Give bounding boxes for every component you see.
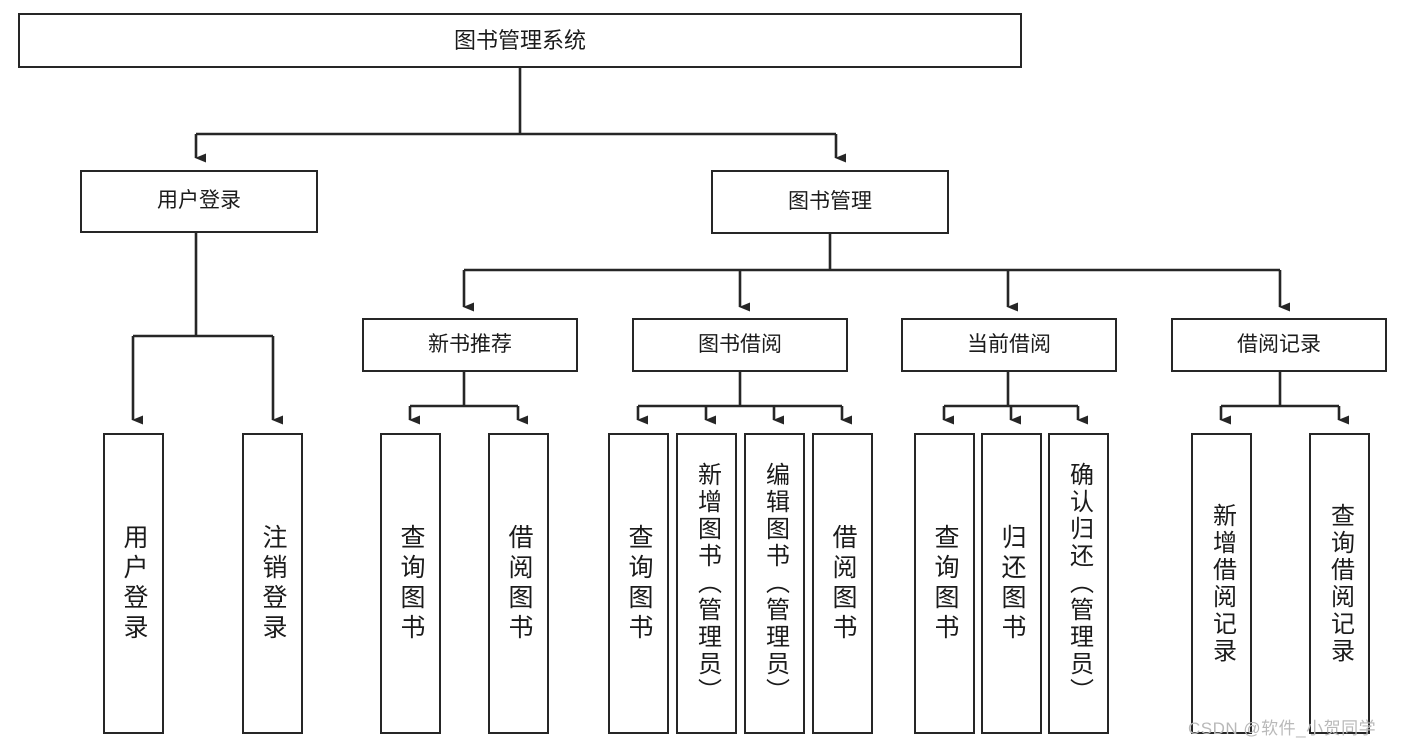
node-current-borrow[interactable]: 当前借阅 [901,318,1117,372]
leaf-query-record-label: 查询借阅记录 [1326,502,1354,665]
leaf-query-record[interactable]: 查询借阅记录 [1309,433,1370,734]
leaf-confirm-return-label: 确认归还（管理员） [1065,462,1093,705]
node-book-borrow[interactable]: 图书借阅 [632,318,848,372]
leaf-logout[interactable]: 注销登录 [242,433,303,734]
leaf-borrow-book-1-label: 借阅图书 [505,523,533,644]
leaf-query-book-1-label: 查询图书 [397,523,425,644]
node-book-manage-label: 图书管理 [788,189,872,213]
node-root[interactable]: 图书管理系统 [18,13,1022,68]
node-borrow-record-label: 借阅记录 [1237,332,1321,356]
node-user-login-label: 用户登录 [157,189,241,213]
leaf-user-login[interactable]: 用户登录 [103,433,164,734]
node-book-borrow-label: 图书借阅 [698,332,782,356]
node-new-book-recommend[interactable]: 新书推荐 [362,318,578,372]
leaf-query-book-3[interactable]: 查询图书 [914,433,975,734]
leaf-query-book-2[interactable]: 查询图书 [608,433,669,734]
leaf-confirm-return[interactable]: 确认归还（管理员） [1048,433,1109,734]
leaf-add-record[interactable]: 新增借阅记录 [1191,433,1252,734]
leaf-logout-label: 注销登录 [259,523,287,644]
leaf-add-book-label: 新增图书（管理员） [693,462,721,705]
leaf-borrow-book-1[interactable]: 借阅图书 [488,433,549,734]
node-user-login[interactable]: 用户登录 [80,170,318,233]
leaf-borrow-book-2[interactable]: 借阅图书 [812,433,873,734]
node-root-label: 图书管理系统 [453,27,586,53]
leaf-query-book-2-label: 查询图书 [625,523,653,644]
leaf-edit-book-label: 编辑图书（管理员） [761,462,789,705]
leaf-return-book[interactable]: 归还图书 [981,433,1042,734]
node-borrow-record[interactable]: 借阅记录 [1171,318,1387,372]
leaf-borrow-book-2-label: 借阅图书 [829,523,857,644]
node-current-borrow-label: 当前借阅 [967,332,1051,356]
watermark: CSDN @软件_小贺同学 [1188,719,1377,738]
leaf-return-book-label: 归还图书 [998,523,1026,644]
leaf-add-record-label: 新增借阅记录 [1208,502,1236,665]
node-new-book-recommend-label: 新书推荐 [428,332,512,356]
leaf-query-book-3-label: 查询图书 [931,523,959,644]
node-book-manage[interactable]: 图书管理 [711,170,949,234]
leaf-edit-book[interactable]: 编辑图书（管理员） [744,433,805,734]
leaf-add-book[interactable]: 新增图书（管理员） [676,433,737,734]
leaf-query-book-1[interactable]: 查询图书 [380,433,441,734]
leaf-user-login-label: 用户登录 [120,523,148,644]
